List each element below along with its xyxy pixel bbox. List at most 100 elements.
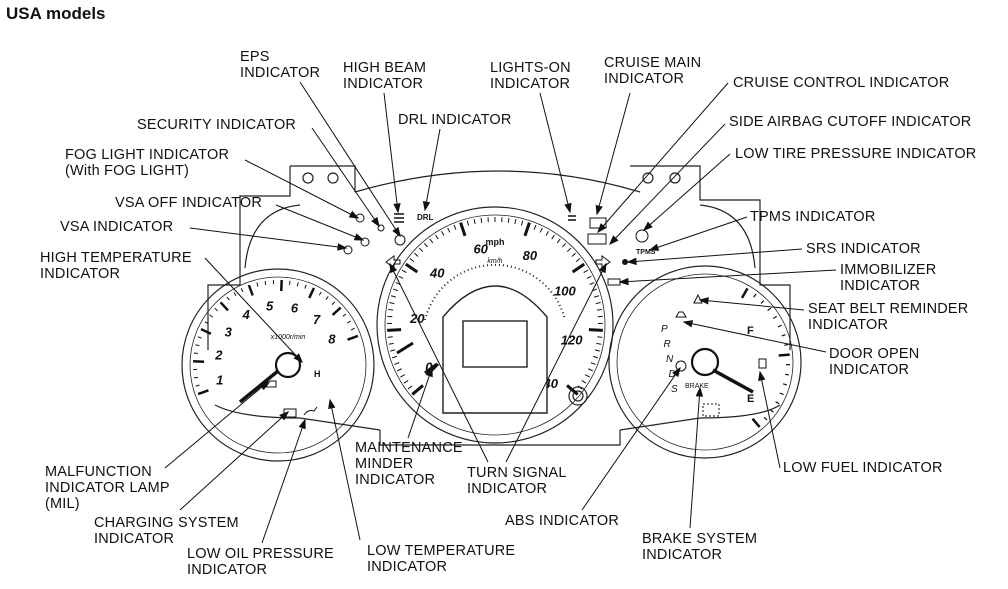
leader-srs-arrowhead [626, 257, 637, 266]
callout-immobilizer: IMMOBILIZER INDICATOR [840, 262, 937, 294]
tach-hub [274, 351, 302, 379]
fuel-tick [784, 373, 790, 376]
speed-tick [392, 288, 399, 292]
speed-tick [589, 282, 595, 285]
speed-tick [590, 362, 596, 365]
leader-cruise-main [596, 92, 631, 215]
leader-drl [424, 128, 441, 211]
fuel-tick [763, 416, 768, 421]
callout-turn-signal: TURN SIGNAL INDICATOR [467, 465, 567, 497]
cruise-control-icon [587, 233, 607, 245]
rpm-tick [226, 296, 230, 301]
tachometer-face [189, 276, 367, 454]
rpm-tick [318, 291, 322, 296]
speed-tick [390, 295, 396, 298]
speed-tick [595, 302, 601, 305]
rpm-scale-label: 3 [225, 324, 233, 339]
callout-seat-belt: SEAT BELT REMINDER INDICATOR [808, 301, 969, 333]
leader-mil [164, 381, 269, 469]
rpm-tick [193, 376, 199, 379]
rpm-tick [247, 284, 254, 296]
rpm-tick [219, 301, 229, 312]
housing-left [207, 166, 291, 350]
security-icon [377, 224, 385, 232]
speed-tick [594, 295, 600, 298]
leader-turn-signal-2 [505, 263, 607, 463]
battery-icon [283, 408, 297, 418]
gear-letter: P [661, 324, 668, 335]
rpm-tick [195, 344, 200, 347]
engine-icon [265, 380, 277, 388]
leader-lights-on-arrowhead [564, 202, 572, 214]
leader-seat-belt [699, 299, 805, 311]
speed-tick [596, 342, 602, 345]
leader-immobilizer [619, 269, 837, 283]
leader-charging [179, 411, 289, 511]
speed-tick [401, 269, 407, 274]
leader-side-airbag-arrowhead [609, 235, 619, 246]
housing-bottom-right [619, 404, 781, 431]
door-open-icon [675, 311, 687, 318]
page-title: USA models [6, 4, 106, 23]
speed-tick [394, 362, 400, 365]
leader-security [311, 127, 380, 227]
speed-tick [387, 328, 402, 332]
speed-tick [407, 385, 413, 390]
rpm-scale-label: 4 [242, 307, 251, 322]
speed-tick [571, 252, 576, 257]
rpm-tick [342, 313, 347, 317]
speed-tick [592, 355, 599, 359]
fuel-gauge-rim [608, 265, 802, 459]
speed-tick [556, 238, 561, 244]
speed-tick [447, 227, 451, 233]
high-beam-icon [394, 213, 404, 223]
fuel-window [702, 403, 720, 417]
callout-cruise-main: CRUISE MAIN INDICATOR [604, 55, 702, 87]
rpm-tick [233, 292, 237, 297]
leader-seat-belt-arrowhead [698, 297, 709, 305]
leader-low-temp [329, 399, 361, 541]
speed-scale-label: 60 [473, 241, 488, 256]
housing-inner-left [244, 204, 301, 269]
fuel-tick [782, 383, 788, 386]
fuel-full-label: F [747, 325, 754, 337]
speed-tick [400, 374, 406, 378]
speed-tick [466, 220, 470, 226]
speed-needle [396, 341, 414, 355]
housing-top-arc [354, 170, 641, 193]
callout-charging: CHARGING SYSTEM INDICATOR [94, 515, 239, 547]
speedometer-rim [376, 206, 614, 444]
drl-icon: DRL [417, 213, 434, 222]
leader-high-beam-arrowhead [393, 203, 401, 214]
leader-low-fuel [759, 371, 781, 469]
fuel-tick [767, 307, 772, 312]
fuel-tick [779, 392, 784, 396]
leader-abs [581, 367, 681, 511]
speed-tick [594, 349, 600, 352]
rpm-tick [346, 320, 351, 324]
rpm-tick [350, 327, 355, 331]
speed-tick [539, 227, 543, 233]
leader-side-airbag [609, 123, 726, 245]
gear-letter: R [664, 339, 671, 350]
speed-tick [429, 238, 434, 244]
leader-vsa-off [275, 204, 364, 241]
speed-scale-label: 80 [523, 248, 538, 263]
speed-tick [409, 258, 415, 262]
low-tire-icon [635, 229, 649, 243]
speed-tick [404, 262, 419, 274]
speed-tick [398, 275, 404, 279]
speed-tick [453, 224, 457, 230]
vsa-off-icon [360, 237, 370, 247]
leader-eps [299, 81, 401, 237]
leader-low-oil-arrowhead [298, 418, 306, 430]
speed-tick [596, 308, 602, 311]
mount-hole [642, 172, 654, 184]
immobilizer-icon [607, 278, 621, 286]
rpm-tick [200, 327, 212, 335]
fuel-empty-label: E [747, 393, 754, 405]
cluster-outline [207, 165, 791, 446]
mount-boss [568, 386, 588, 406]
speed-tick [459, 222, 467, 237]
